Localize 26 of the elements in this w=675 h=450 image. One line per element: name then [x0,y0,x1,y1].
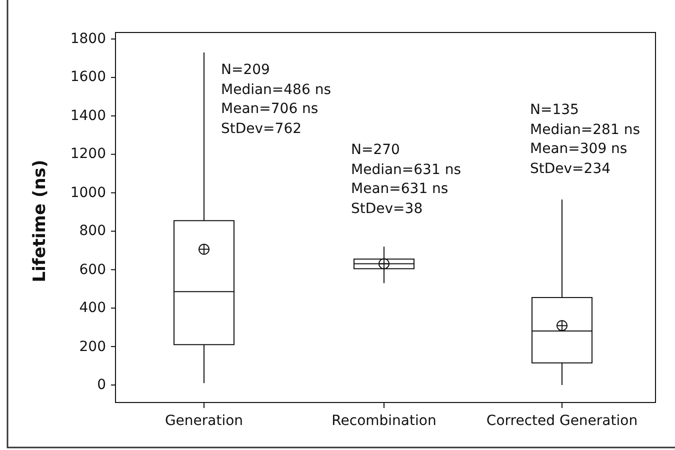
stat-text: StDev=234 [530,160,611,176]
tick-label: 1800 [70,31,106,47]
stat-text: N=209 [221,62,270,78]
tick-label: 600 [79,262,106,278]
tick-label: 1600 [70,69,106,86]
stat-text: Mean=631 ns [351,181,448,197]
tick-label: 1400 [70,108,106,124]
axis-title: Lifetime (ns) [30,160,50,282]
tick-label: 400 [79,300,106,316]
stat-text: Median=631 ns [351,162,461,178]
stat-text: StDev=38 [351,200,423,216]
tick-label: 200 [79,338,106,355]
stat-text: Mean=309 ns [530,141,628,157]
category-label: Generation [164,413,244,429]
stat-text: Mean=706 ns [221,101,318,117]
category-label: Corrected Generation [486,413,638,429]
category-label: Recombination [332,413,436,429]
tick-label: 1200 [70,146,106,162]
tick-label: 0 [97,377,106,393]
tick-label: 800 [79,223,106,240]
stat-text: Median=281 ns [530,122,640,138]
stat-text: N=135 [530,102,579,118]
stat-text: StDev=762 [221,120,302,136]
tick-label: 1000 [70,184,106,201]
stat-text: Median=486 ns [221,82,331,98]
stat-text: N=270 [351,142,400,158]
